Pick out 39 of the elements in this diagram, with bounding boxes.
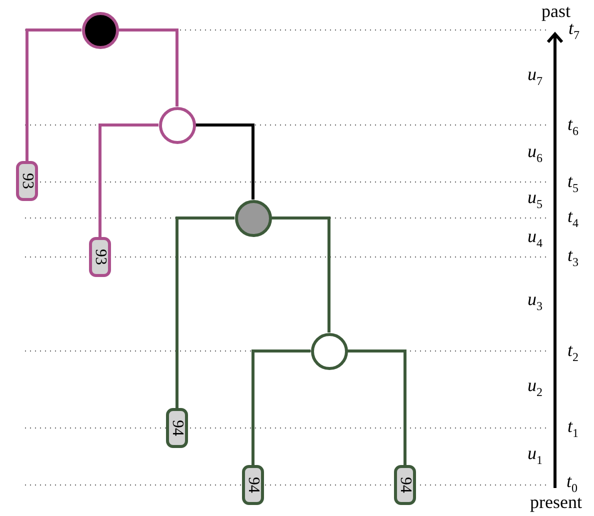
axis-label: u$_{2}$	[528, 376, 542, 398]
axis-label: t$_{6}$	[568, 115, 578, 137]
leaf-label: 93	[19, 173, 35, 189]
leaf-label: 94	[169, 420, 185, 436]
axis-label: present	[530, 493, 582, 511]
axis-label: u$_{3}$	[528, 290, 542, 312]
axis-label: u$_{4}$	[528, 227, 542, 249]
leaf-box	[394, 465, 416, 505]
tree-branch	[348, 350, 406, 465]
axis-label: t$_{7}$	[568, 19, 580, 41]
tree-branch	[272, 216, 330, 332]
node-circle	[82, 12, 118, 48]
axis-label: t$_{2}$	[568, 341, 578, 363]
leaf-box	[242, 465, 264, 505]
axis-label: u$_{6}$	[528, 142, 542, 164]
node-circle	[158, 106, 196, 144]
leaf-box	[166, 408, 188, 448]
leaf-label: 94	[245, 477, 261, 493]
axis-label: t$_{1}$	[568, 417, 578, 439]
leaf-box	[16, 161, 38, 201]
axis-label: t$_{3}$	[568, 246, 578, 268]
tree-branch	[26, 28, 82, 161]
axis-label: u$_{7}$	[528, 65, 542, 87]
tree-branch	[176, 216, 234, 408]
axis-label: past	[542, 2, 570, 20]
axis-label: t$_{5}$	[568, 172, 578, 194]
axis-label: t$_{4}$	[568, 207, 578, 229]
tree-branch	[196, 124, 254, 200]
node-circle	[310, 332, 348, 370]
axis-label: u$_{5}$	[528, 188, 542, 210]
axis-label: u$_{1}$	[528, 444, 542, 466]
leaf-label: 93	[92, 249, 108, 265]
node-circle	[234, 200, 272, 236]
tree-branch	[118, 28, 178, 106]
tree-branch	[98, 124, 158, 237]
leaf-box	[89, 237, 111, 277]
leaf-label: 94	[397, 477, 413, 493]
tree-branch	[252, 350, 310, 465]
axis-label: t$_{0}$	[566, 472, 578, 494]
